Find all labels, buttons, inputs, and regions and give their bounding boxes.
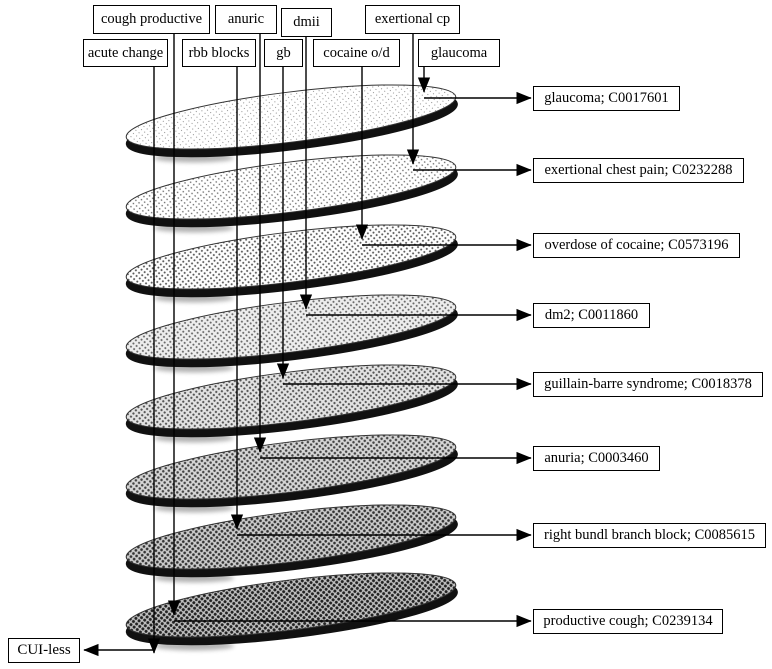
concept-box-overdose-of-cocaine: overdose of cocaine; C0573196 [533,233,740,258]
term-label: dmii [293,14,320,31]
term-box-cocaine-od: cocaine o/d [313,39,400,67]
cui-less-label: CUI-less [17,642,71,658]
term-box-anuric: anuric [215,5,277,34]
concept-box-guillain-barre-syndrome: guillain-barre syndrome; C0018378 [533,372,763,397]
concept-box-anuria: anuria; C0003460 [533,446,660,471]
term-label: cough productive [100,11,203,28]
concept-box-right-bundle-branch-block: right bundl branch block; C0085615 [533,523,766,548]
term-label: exertional cp [374,11,451,28]
disk-layer-3 [125,224,458,298]
term-label: anuric [227,11,265,28]
disk-layer-7 [125,504,458,578]
concept-label: dm2; C0011860 [544,307,639,324]
concept-label: productive cough; C0239134 [543,613,713,630]
term-box-acute-change: acute change [83,39,168,67]
concept-box-glaucoma: glaucoma; C0017601 [533,86,680,111]
term-label: gb [276,44,291,61]
term-box-gb: gb [264,39,303,67]
term-label: cocaine o/d [323,44,390,61]
concept-label: right bundl branch block; C0085615 [543,527,756,544]
concept-box-dm2: dm2; C0011860 [533,303,650,328]
disk-layer-2 [125,154,458,228]
term-box-dmii: dmii [281,8,332,37]
concept-arrows [83,91,532,657]
term-label: glaucoma [430,44,488,61]
concept-label: overdose of cocaine; C0573196 [544,237,729,254]
term-arrows [147,34,431,654]
disk-layer-4 [125,294,458,368]
term-box-cough-productive: cough productive [93,5,210,34]
term-box-glaucoma: glaucoma [418,39,500,67]
concept-label: glaucoma; C0017601 [544,90,669,107]
term-label: acute change [87,44,164,61]
term-label: rbb blocks [188,44,250,61]
concept-label: guillain-barre syndrome; C0018378 [544,376,752,393]
concept-label: anuria; C0003460 [544,450,649,467]
disk-layer-1 [125,84,458,158]
term-box-exertional-cp: exertional cp [365,5,460,34]
concept-label: exertional chest pain; C0232288 [544,162,733,179]
cui-less-box: CUI-less [8,638,80,663]
term-box-rbb-blocks: rbb blocks [182,39,256,67]
concept-box-productive-cough: productive cough; C0239134 [533,609,723,634]
concept-box-exertional-chest-pain: exertional chest pain; C0232288 [533,158,744,183]
